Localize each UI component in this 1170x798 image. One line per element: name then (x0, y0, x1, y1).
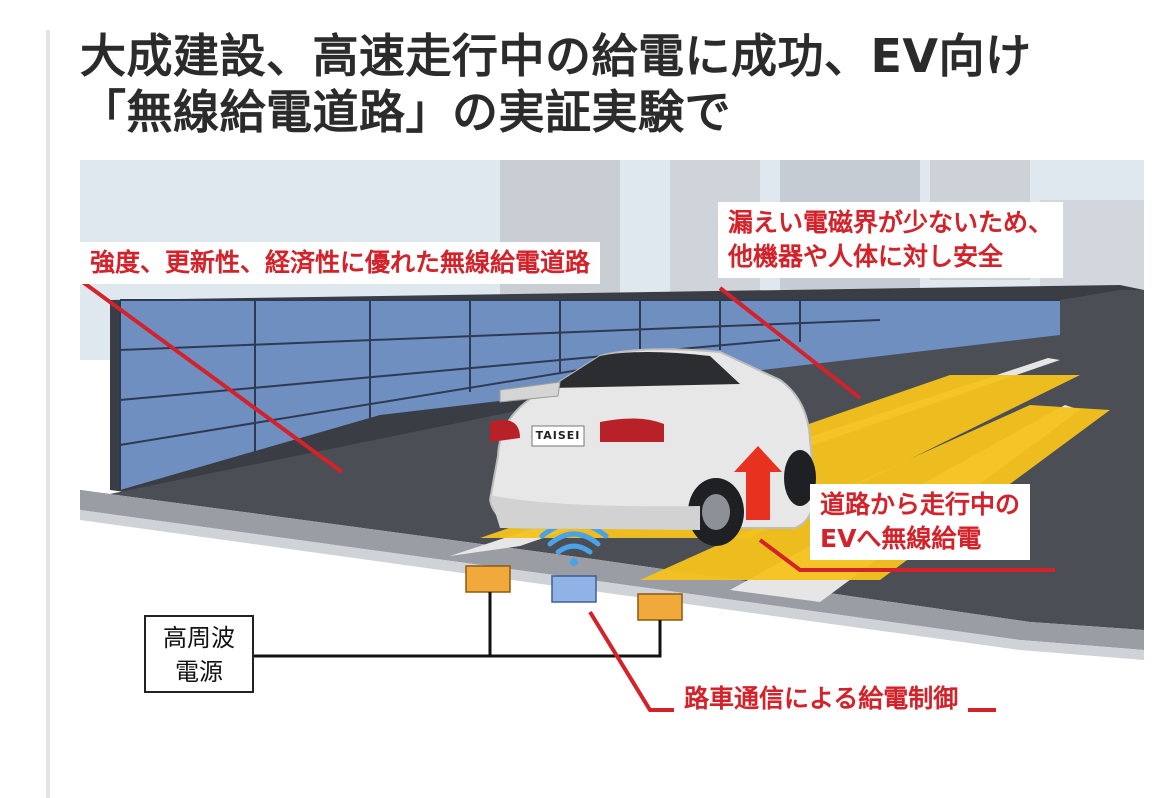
headline-line-1: 大成建設、高速走行中の給電に成功、EV向け (80, 29, 1032, 83)
callout-safety-line-1: 漏えい電磁界が少ないため、 (728, 208, 1054, 237)
power-wiring (254, 592, 662, 658)
callout-road-text: 強度、更新性、経済性に優れた無線給電道路 (90, 248, 591, 277)
article-headline: 大成建設、高速走行中の給電に成功、EV向け 「無線給電道路」の実証実験で (80, 28, 1130, 140)
ev-car (488, 348, 817, 546)
callout-comm-text: 路車通信による給電制御 (684, 684, 959, 713)
callout-safety-line-2: 他機器や人体に対し安全 (728, 242, 1004, 271)
wifi-dot (570, 558, 578, 566)
road-edge-lip (80, 510, 1144, 660)
hf-power-supply-box: 高周波 電源 (144, 615, 254, 693)
headline-line-2: 「無線給電道路」の実証実験で (80, 85, 731, 139)
coil-right (637, 593, 683, 621)
callout-ev-line-2: EVへ無線給電 (820, 524, 982, 553)
license-plate: TAISEI (535, 429, 581, 442)
license-plate-bg (531, 425, 585, 447)
left-wall (120, 300, 1060, 490)
callout-safety: 漏えい電磁界が少ないため、 他機器や人体に対し安全 (718, 202, 1064, 278)
left-border-rule (46, 30, 50, 798)
power-box-line-2: 電源 (175, 658, 223, 686)
power-box-line-1: 高周波 (163, 624, 235, 652)
callout-road: 強度、更新性、経済性に優れた無線給電道路 (80, 242, 601, 284)
callout-ev-power: 道路から走行中の EVへ無線給電 (810, 484, 1031, 560)
road-edge (80, 490, 1144, 650)
power-arrow (734, 446, 782, 520)
coil-left (465, 565, 511, 593)
callout-ev-line-1: 道路から走行中の (820, 490, 1021, 519)
callout-communication: 路車通信による給電制御 (674, 678, 969, 720)
comm-unit (551, 575, 597, 603)
wireless-road-illustration: TAISEI 強度、更新性、経済性に優れた無線給電道路 漏えい電磁界が少ないため… (80, 160, 1144, 740)
